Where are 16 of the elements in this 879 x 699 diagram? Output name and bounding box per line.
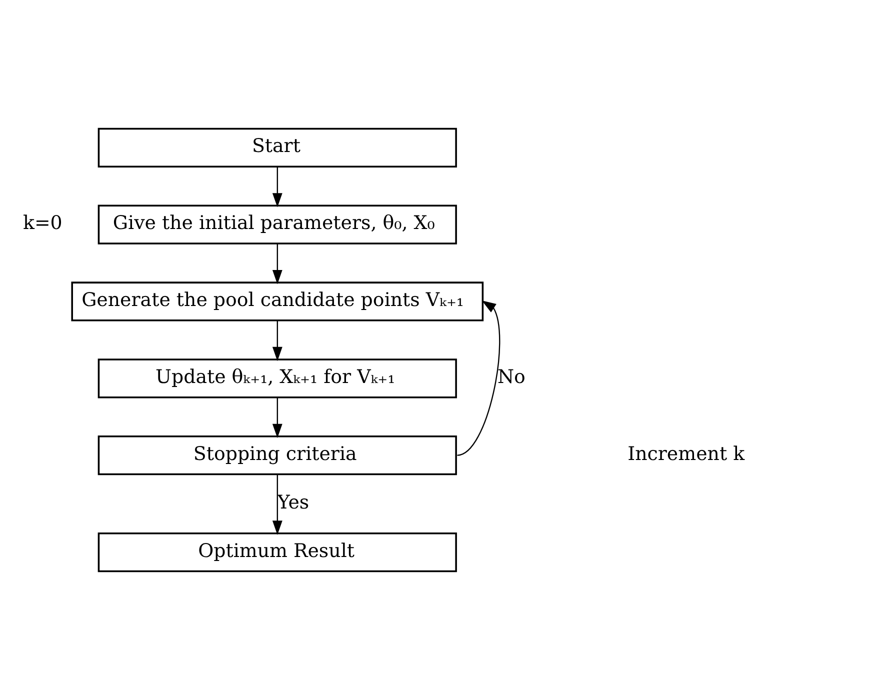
node-box: Give the initial parameters, θ₀, X₀ — [98, 204, 457, 244]
arrow — [457, 300, 500, 456]
node-box: Start — [98, 127, 457, 167]
arrow — [272, 166, 282, 207]
edge-label: Yes — [277, 490, 310, 513]
arrow — [272, 243, 282, 284]
arrow — [272, 397, 282, 438]
arrow — [272, 320, 282, 361]
node-box: Generate the pool candidate points Vₖ₊₁ — [71, 281, 484, 321]
node-box: Stopping criteria — [98, 434, 457, 475]
node-box: Update θₖ₊₁, Xₖ₊₁ for Vₖ₊₁ — [98, 358, 457, 398]
arrow — [272, 474, 282, 534]
node-label: k=0 — [22, 212, 62, 234]
node-box: Optimum Result — [98, 532, 457, 572]
edge-label: No — [497, 365, 526, 388]
label: Increment k — [628, 442, 745, 464]
